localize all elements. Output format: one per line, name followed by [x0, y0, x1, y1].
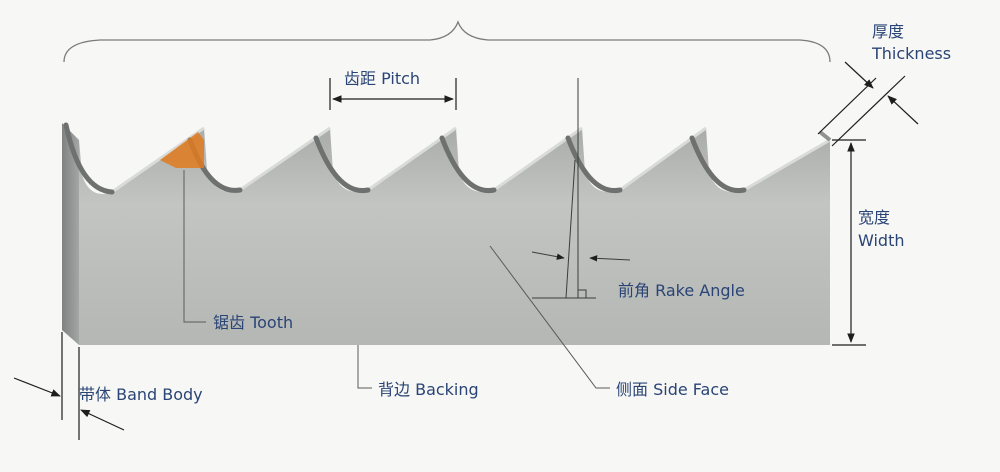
tooth-highlight [160, 132, 204, 168]
rake-angle-lines [531, 78, 631, 299]
pitch-label: 齿距 Pitch [344, 69, 421, 88]
tooth-label: 锯齿 Tooth [213, 313, 294, 332]
width-label-en: Width [858, 231, 905, 250]
blade-left-side [62, 123, 79, 345]
band-body-label: 带体 Band Body [79, 385, 203, 404]
leader-lines [183, 170, 610, 389]
rake-angle-label: 前角 Rake Angle [618, 281, 745, 300]
gullet-shadows [63, 122, 747, 195]
blade-face [79, 128, 830, 345]
thickness-label-en: Thickness [872, 44, 952, 63]
thickness-dimension [817, 61, 919, 147]
width-dimension [832, 139, 866, 346]
overall-brace [63, 20, 831, 63]
width-label-cn: 宽度 [858, 208, 891, 227]
tooth-bevels [111, 126, 831, 194]
thickness-label-cn: 厚度 [872, 22, 905, 41]
pitch-dimension [329, 78, 457, 110]
band-body-dimension [13, 332, 125, 440]
backing-label: 背边 Backing [378, 380, 479, 399]
side-face-label: 侧面 Side Face [616, 380, 729, 399]
blade-top-edge [818, 130, 832, 142]
